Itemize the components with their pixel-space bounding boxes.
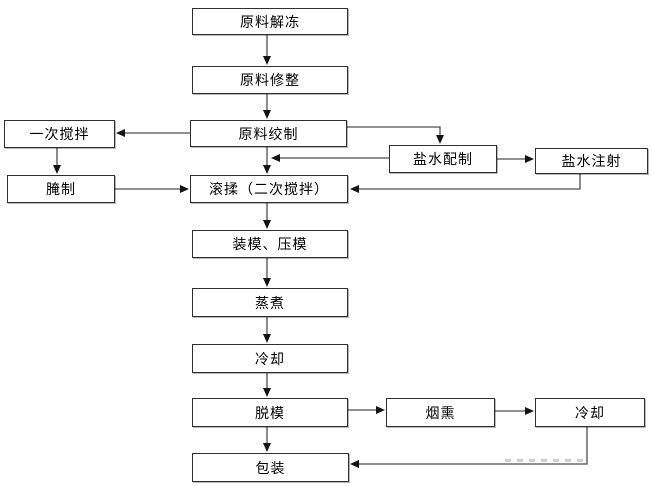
node-first-mix: 一次搅拌 <box>4 120 115 148</box>
arrowhead-smoke-to-cool-2 <box>525 407 534 415</box>
node-cool-2: 冷却 <box>535 398 645 427</box>
node-grind: 原料绞制 <box>190 120 347 147</box>
arrowhead-thaw-to-trim <box>263 56 271 65</box>
node-brine-prep: 盐水配制 <box>389 145 497 173</box>
arrowhead-mold-to-cook <box>263 278 271 287</box>
arrowhead-brine-inject-to-tumble <box>350 185 359 193</box>
edge-grind-to-brine-prep <box>347 126 441 137</box>
arrowhead-cool-1-to-demold <box>263 388 271 397</box>
arrowhead-first-mix-to-cure <box>53 165 61 174</box>
node-cool-1: 冷却 <box>192 344 348 373</box>
arrowhead-brine-prep-to-grind-tumble-junction <box>271 154 280 162</box>
arrowhead-cure-to-tumble <box>180 185 189 193</box>
node-tumble: 滚揉（二次搅拌） <box>190 175 348 203</box>
arrowhead-grind-to-tumble <box>263 165 271 174</box>
arrowhead-demold-to-pack <box>263 443 271 452</box>
arrowhead-grind-to-first-mix <box>116 129 125 137</box>
arrowhead-grind-to-brine-prep <box>436 135 444 144</box>
node-brine-inject: 盐水注射 <box>535 148 648 174</box>
node-smoke: 烟熏 <box>386 398 495 427</box>
node-thaw: 原料解冻 <box>192 8 348 35</box>
node-cure: 腌制 <box>7 175 115 203</box>
node-pack: 包装 <box>192 453 349 482</box>
arrowhead-demold-to-smoke <box>376 406 385 414</box>
node-demold: 脱模 <box>192 398 348 427</box>
arrowhead-brine-prep-to-brine-inject <box>525 155 534 163</box>
arrowhead-trim-to-grind <box>263 110 271 119</box>
edge-brine-inject-to-tumble <box>357 174 581 190</box>
node-mold: 装模、压模 <box>192 230 348 258</box>
edge-cool-2-to-pack <box>357 427 588 465</box>
arrowhead-tumble-to-mold <box>263 220 271 229</box>
node-trim: 原料修整 <box>192 66 348 94</box>
node-cook: 蒸煮 <box>192 288 348 317</box>
arrowhead-cook-to-cool-1 <box>263 334 271 343</box>
arrowhead-cool-2-to-pack <box>350 460 359 468</box>
